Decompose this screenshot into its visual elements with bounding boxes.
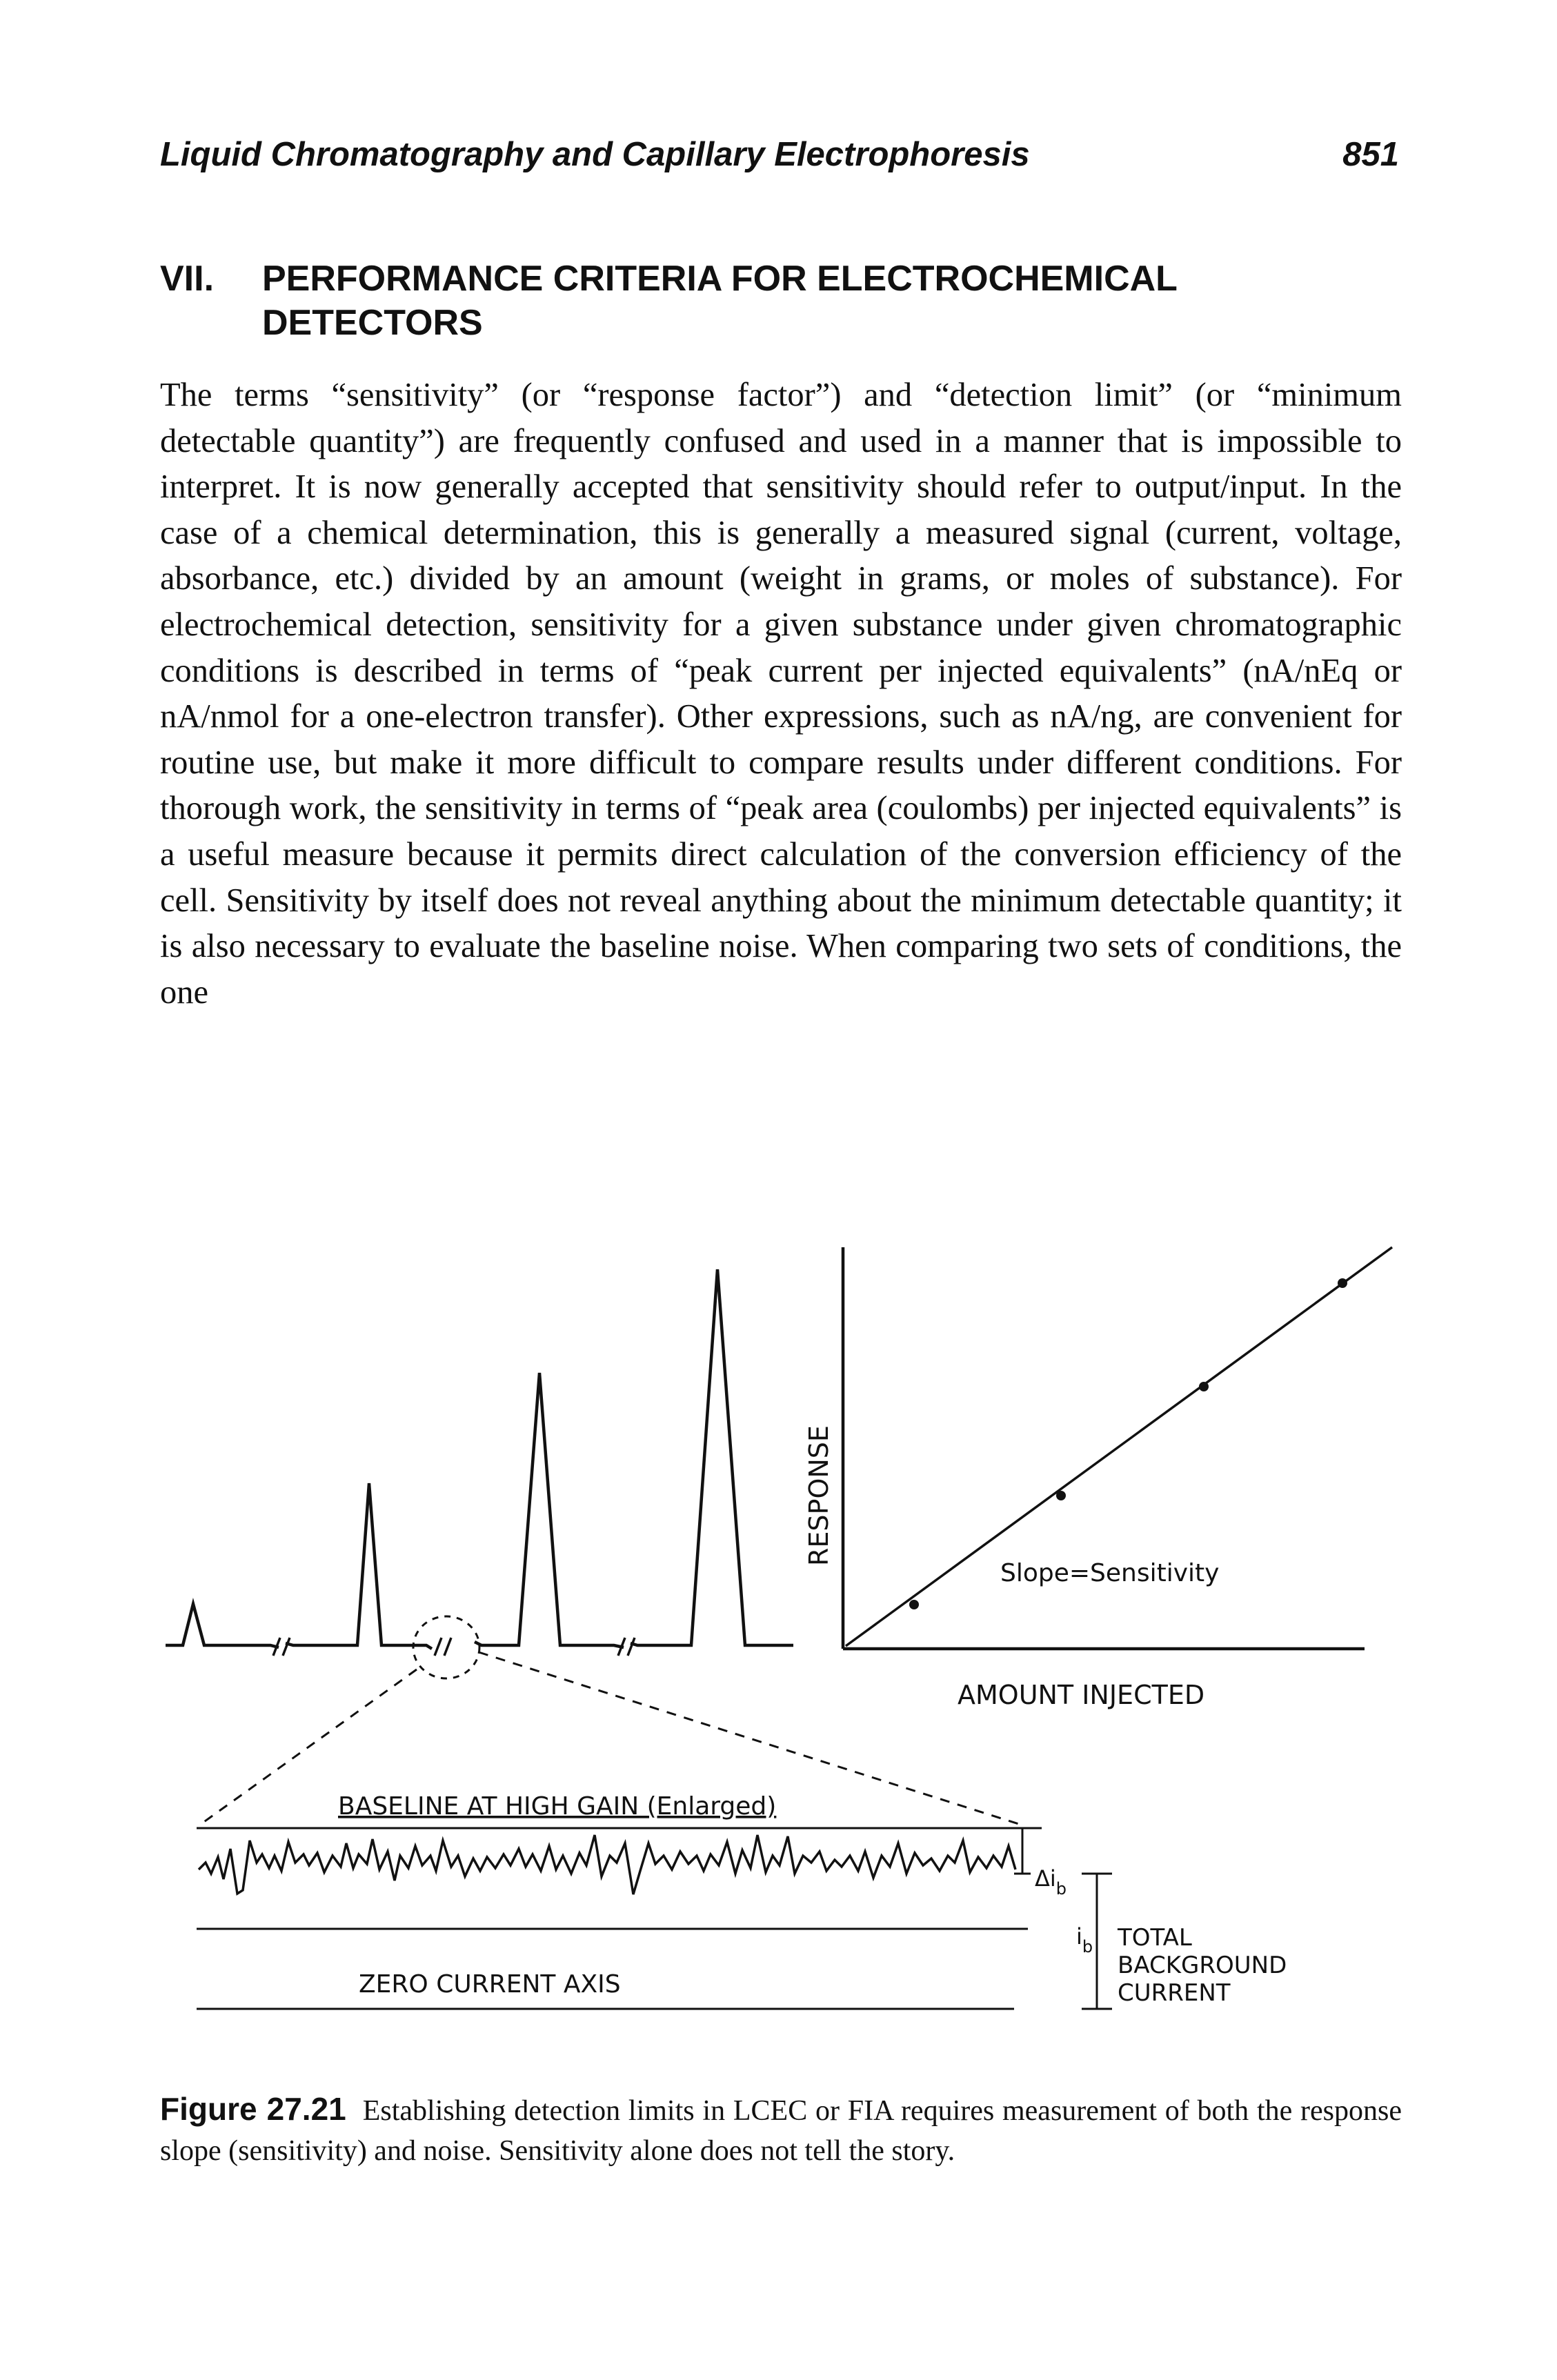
projection-line-left	[199, 1668, 417, 1826]
running-title: Liquid Chromatography and Capillary Elec…	[160, 136, 1030, 173]
calibration-points	[909, 1278, 1347, 1609]
zero-axis-label: ZERO CURRENT AXIS	[359, 1970, 621, 1999]
paragraph-text: The terms “sensitivity” (or “response fa…	[160, 377, 1402, 1011]
calibration-line	[844, 1246, 1394, 1647]
running-header: Liquid Chromatography and Capillary Elec…	[160, 135, 1399, 197]
body-paragraph: The terms “sensitivity” (or “response fa…	[160, 373, 1402, 1015]
total-label: TOTAL	[1117, 1924, 1192, 1952]
data-point-2	[1056, 1491, 1066, 1500]
slope-annotation: Slope=Sensitivity	[1000, 1559, 1219, 1587]
noise-trace	[197, 1834, 1017, 1896]
figure-label: Figure 27.21	[160, 2091, 346, 2127]
projection-line-right	[478, 1651, 1022, 1826]
amount-axis-label: AMOUNT INJECTED	[958, 1680, 1204, 1710]
background-current-bracket	[1082, 1872, 1112, 2010]
data-point-1	[909, 1600, 919, 1609]
delta-ib-label: Δib	[1035, 1865, 1067, 1898]
background-label: BACKGROUND	[1118, 1952, 1287, 1979]
chromatogram-trace-4	[630, 1269, 793, 1647]
chromatogram-trace-3	[473, 1372, 624, 1649]
data-point-4	[1338, 1278, 1347, 1288]
baseline-label: BASELINE AT HIGH GAIN (Enlarged)	[338, 1792, 776, 1821]
caption-text: Establishing detection limits in LCEC or…	[160, 2095, 1402, 2167]
current-label: CURRENT	[1118, 1979, 1231, 2007]
axis-break-marks	[272, 1637, 636, 1656]
page-number: 851	[1342, 136, 1399, 173]
enlargement-circle	[412, 1615, 481, 1680]
noise-bracket	[1014, 1827, 1031, 1875]
ib-label: ib	[1076, 1923, 1093, 1956]
section-title: PERFORMANCE CRITERIA FOR ELECTROCHEMICAL…	[262, 259, 1177, 343]
section-number: VII.	[160, 259, 215, 299]
chromatogram-trace-2	[285, 1482, 433, 1650]
response-axis-label: RESPONSE	[804, 1425, 834, 1566]
data-point-3	[1199, 1382, 1209, 1391]
chromatogram-trace	[166, 1598, 279, 1649]
figure-27-21: RESPONSE Slope=Sensitivity AMOUNT INJECT…	[166, 1246, 1394, 2010]
